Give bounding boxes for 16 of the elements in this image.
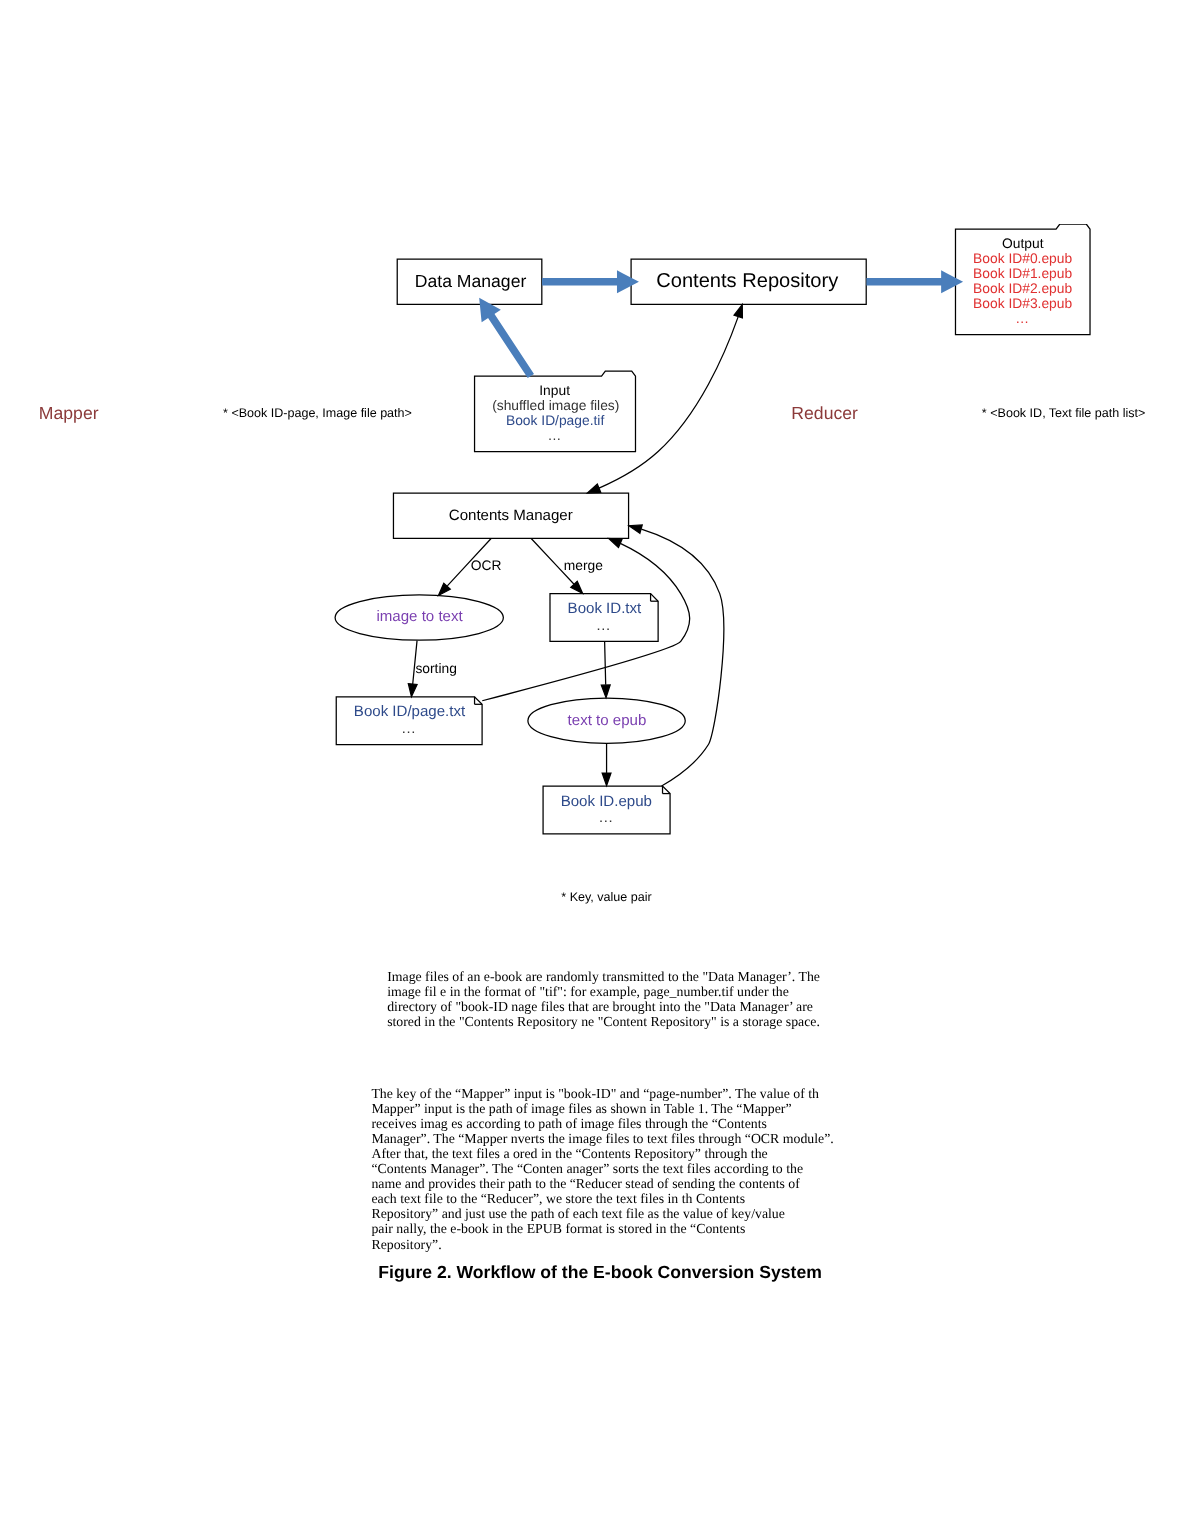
arrow xyxy=(437,537,492,597)
caption: Figure 2. Workflow of the E-book Conversion System xyxy=(378,1261,822,1282)
arrow xyxy=(585,302,744,494)
arrow xyxy=(601,742,612,788)
arrow xyxy=(407,640,419,699)
label: Reducer xyxy=(791,402,858,423)
node-box: Data Manager xyxy=(396,258,543,306)
arrow xyxy=(542,270,639,294)
arrow xyxy=(481,537,691,702)
arrow xyxy=(530,537,584,595)
arrow xyxy=(479,297,534,379)
arrow xyxy=(627,524,725,787)
node-box: Contents Repository xyxy=(630,258,867,306)
arrow xyxy=(600,641,611,700)
arrow xyxy=(866,270,964,294)
label: Mapper xyxy=(38,402,99,423)
